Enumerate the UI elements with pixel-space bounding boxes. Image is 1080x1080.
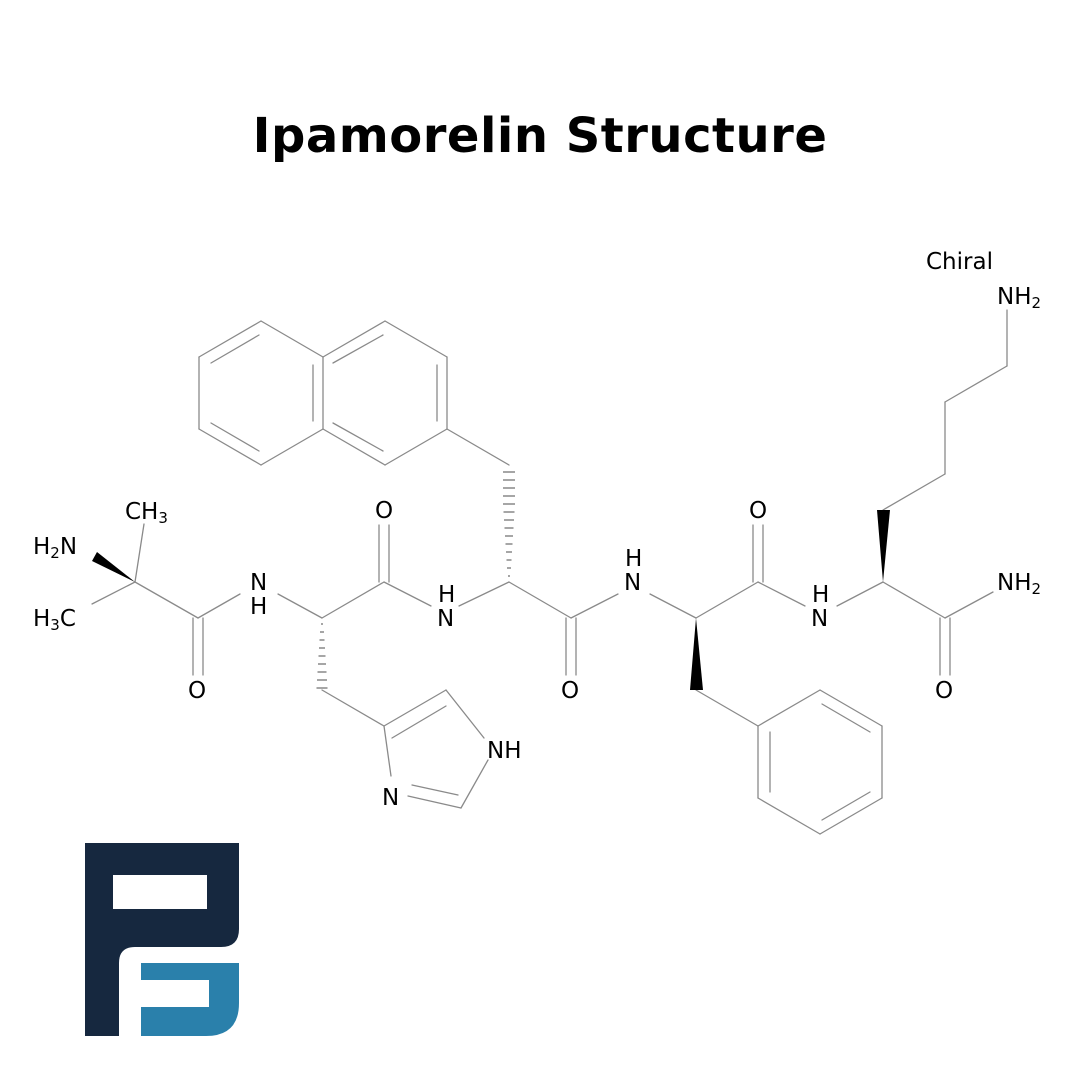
nh-1-h: H — [250, 594, 267, 620]
nh-2-n: N — [437, 606, 454, 632]
oxygen-5: O — [935, 678, 953, 704]
oxygen-4: O — [749, 498, 767, 524]
brand-logo — [85, 843, 239, 1036]
chiral-label: Chiral — [926, 249, 993, 275]
amine-h2n: H2N — [33, 534, 77, 562]
nh-1-n: N — [250, 570, 267, 596]
logo-blue-shape — [141, 963, 239, 1036]
nh-3-n: N — [624, 570, 641, 596]
page-title: Ipamorelin Structure — [252, 108, 828, 164]
imidazole-nh: NH — [487, 738, 522, 764]
atom-labels: Chiral NH2 CH3 H2N H3C N H O O H N O H N… — [33, 249, 1041, 811]
amide-nh2: NH2 — [997, 570, 1041, 598]
nh-3-h: H — [625, 546, 642, 572]
stereo-wedges — [92, 510, 890, 690]
methyl-h3c: H3C — [33, 606, 76, 634]
imidazole-n: N — [382, 785, 399, 811]
methyl-ch3: CH3 — [125, 499, 168, 527]
nh-2-h: H — [438, 582, 455, 608]
nh-4-h: H — [812, 582, 829, 608]
oxygen-3: O — [561, 678, 579, 704]
oxygen-2: O — [375, 498, 393, 524]
stereo-hashes — [316, 471, 515, 689]
bonds — [91, 309, 1008, 835]
amine-nh2-top: NH2 — [997, 284, 1041, 312]
logo-dark-shape — [85, 843, 239, 1036]
oxygen-1: O — [188, 678, 206, 704]
nh-4-n: N — [811, 606, 828, 632]
